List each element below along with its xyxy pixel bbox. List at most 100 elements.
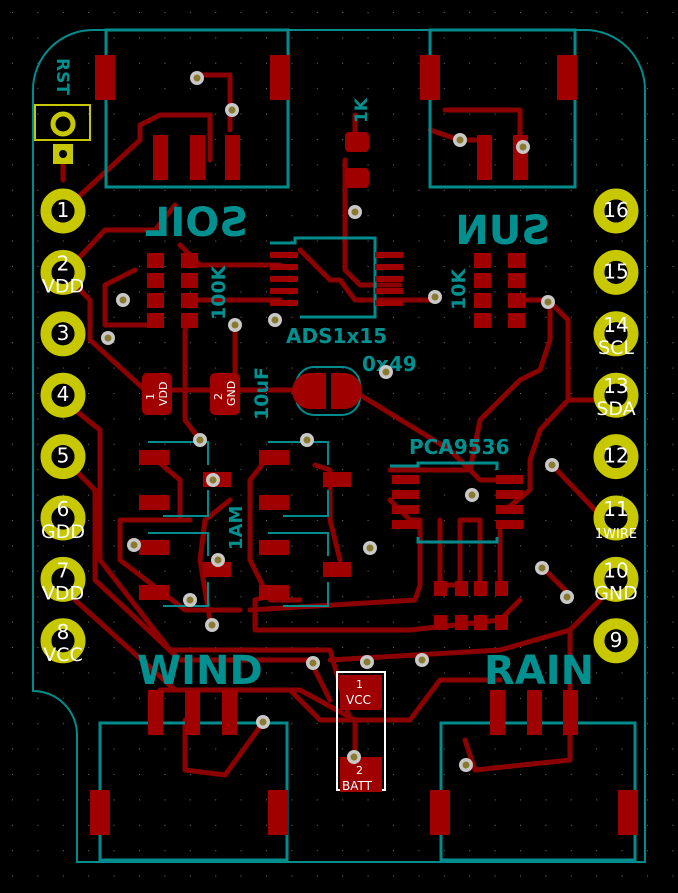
resistor-array-10k[interactable]: 10K (448, 253, 525, 328)
connector-sun[interactable]: SUN (420, 28, 577, 254)
pad (139, 495, 169, 510)
pin-number: 6 (57, 497, 70, 521)
drill-hole (604, 322, 628, 346)
batt-pad2-label: BATT (342, 779, 373, 793)
header-pin-right-16[interactable]: 16 (593, 188, 639, 234)
reset-pad (50, 111, 76, 137)
capacitor-10uf[interactable]: 1 VDD 2 GND 10uF (142, 367, 273, 420)
pin-number: 7 (57, 558, 70, 582)
pin-number: 3 (57, 321, 70, 345)
via-hole (382, 368, 390, 376)
pad (477, 135, 492, 180)
via-hole (271, 316, 279, 324)
via-hole (193, 74, 201, 82)
pin-number: 8 (57, 620, 70, 644)
pad (392, 475, 419, 484)
connector-soil[interactable]: SOIL (95, 28, 290, 246)
pad (474, 313, 491, 328)
drill-hole (51, 322, 75, 346)
pad (375, 300, 403, 306)
reset-jumper[interactable]: RST (34, 58, 91, 164)
pin-pad (593, 311, 639, 357)
resistor-1k[interactable]: 1K (345, 97, 372, 188)
mount-pad (95, 55, 115, 100)
pad (508, 253, 525, 268)
batt-pad-1 (340, 675, 382, 710)
drill-hole (604, 199, 628, 223)
mount-pad (618, 790, 638, 835)
batt-pad1-label: VCC (346, 693, 371, 707)
batt-pad2-number: 2 (356, 764, 363, 777)
pin-number: 2 (57, 251, 70, 275)
via-hole (208, 621, 216, 629)
pad (225, 135, 240, 180)
battery-connector[interactable]: 1 VCC 2 BATT (336, 671, 386, 793)
via-hole (544, 298, 552, 306)
reset-outline (34, 104, 91, 141)
header-pin-right-9[interactable]: 9 (593, 618, 639, 664)
pin-number: 14 (603, 313, 628, 337)
transistor-array[interactable] (434, 581, 508, 630)
outline (163, 582, 209, 607)
via-hole (228, 106, 236, 114)
pin-name: VCC (43, 644, 83, 666)
header-pin-left-1[interactable]: 1 (40, 188, 86, 234)
pad (375, 252, 403, 258)
expander-label: PCA9536 (409, 435, 509, 459)
pad (222, 690, 237, 735)
cap-pad2-number: 2 (212, 393, 225, 400)
via-hole (351, 208, 359, 216)
pad (508, 293, 525, 308)
mount-pad (268, 790, 288, 835)
resistor-array-100k[interactable]: 100K (147, 253, 230, 328)
connector-rain[interactable]: RAIN (430, 648, 638, 862)
pad (259, 585, 289, 600)
pin-pad (40, 249, 86, 295)
pad (392, 490, 419, 499)
pad (181, 293, 198, 308)
pad (375, 288, 403, 294)
diode-array[interactable]: 1AM (139, 441, 351, 607)
pin-pad (593, 188, 639, 234)
header-pin-right-15[interactable]: 15 (593, 249, 639, 295)
pin-pad (40, 311, 86, 357)
pad (496, 490, 523, 499)
pad (139, 540, 169, 555)
via-hole (363, 658, 371, 666)
pad (270, 264, 298, 270)
drill-hole (51, 629, 75, 653)
mount-pad (420, 55, 440, 100)
io-expander-pca9536[interactable]: PCA9536 (390, 435, 523, 544)
pad (496, 520, 523, 529)
solder-jumper[interactable] (292, 366, 362, 416)
pad (375, 276, 403, 282)
adc-ads1x15[interactable]: ADS1x15 0x49 (270, 236, 417, 376)
pad (375, 264, 403, 270)
pin-number: 9 (610, 628, 623, 652)
pin-pad (593, 556, 639, 602)
pin-pad (40, 434, 86, 480)
via-hole (350, 753, 358, 761)
header-pin-left-4[interactable]: 4 (40, 372, 86, 418)
pad (434, 615, 447, 630)
header-pin-right-12[interactable]: 12 (593, 434, 639, 480)
pad (527, 690, 542, 735)
r-10k-label: 10K (448, 268, 470, 310)
board-outline (32, 28, 646, 863)
connector-wind[interactable]: WIND (90, 648, 289, 862)
via-hole (259, 718, 267, 726)
header-pin-left-3[interactable]: 3 (40, 311, 86, 357)
adc-label: ADS1x15 (286, 324, 387, 348)
via-hole (309, 659, 317, 667)
header-pin-left-5[interactable]: 5 (40, 434, 86, 480)
